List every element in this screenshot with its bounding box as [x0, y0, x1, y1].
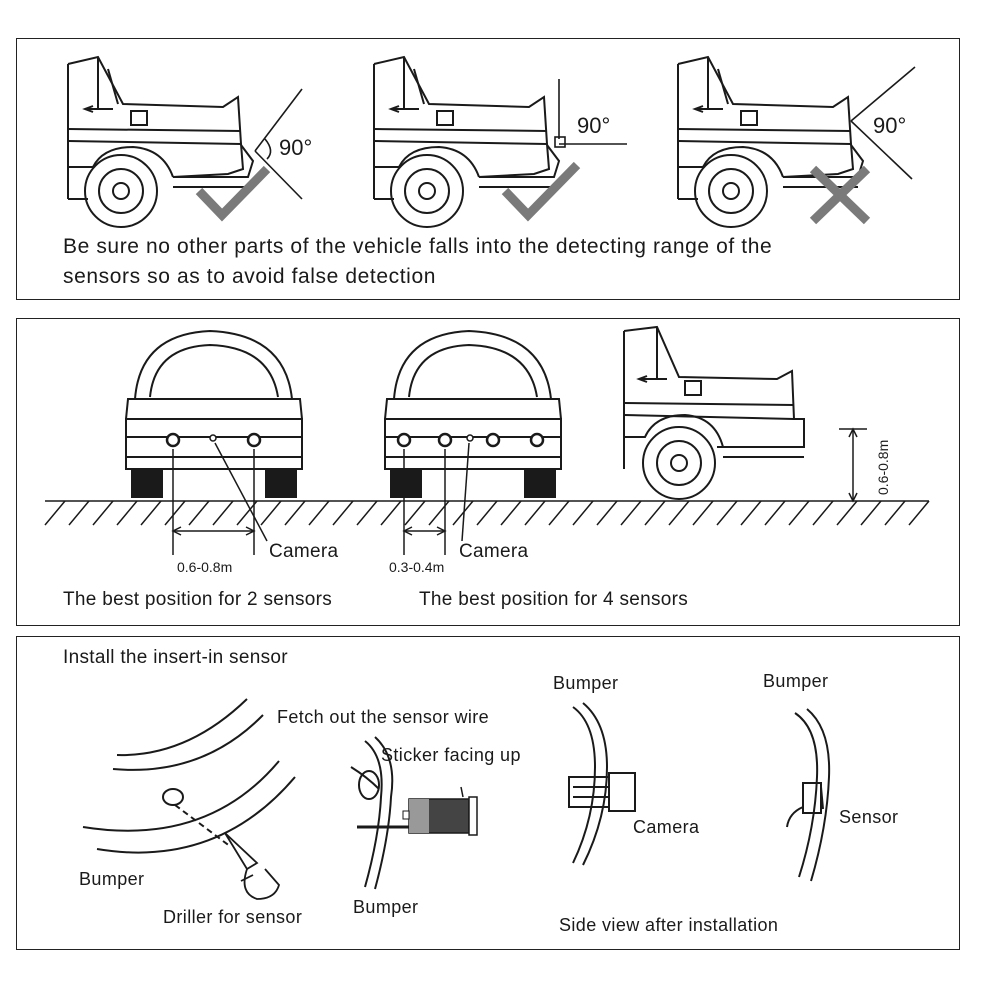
fetch-wire-label: Fetch out the sensor wire [277, 707, 490, 727]
bumper-label-camera: Bumper [553, 673, 619, 693]
bumper-label-left: Bumper [79, 869, 145, 889]
ground-line [44, 500, 930, 526]
check-icon [501, 161, 581, 222]
cross-icon [809, 165, 871, 225]
bumper-label-center: Bumper [353, 897, 419, 917]
car-rear-angle-illustrations [67, 56, 916, 228]
mount-height-label: 0.6-0.8m [875, 439, 891, 495]
caption-2-sensors: The best position for 2 sensors [63, 589, 333, 610]
sensor-sticker-icon [402, 786, 478, 836]
sensors-4 [396, 432, 545, 448]
sticker-label: Sticker facing up [381, 745, 521, 765]
detection-range-panel: 90° 90° 90° Be sure no other parts of th… [16, 38, 960, 300]
sensors-2 [165, 432, 262, 448]
install-sensor-panel: Install the insert-in sensor Bumper Dril… [16, 636, 960, 950]
angle-label-1: 90° [279, 135, 313, 160]
check-icon [195, 165, 271, 222]
caption-4-sensors: The best position for 4 sensors [419, 589, 689, 610]
caption-line-1: Be sure no other parts of the vehicle fa… [63, 235, 773, 258]
sensor-label: Sensor [839, 807, 899, 827]
install-steps-illustrations [82, 698, 831, 900]
car-back-2-sensors [125, 330, 303, 498]
caption-line-2: sensors so as to avoid false detection [63, 265, 437, 288]
camera-label-right: Camera [459, 541, 529, 562]
spacing-label-4-sensors: 0.3-0.4m [389, 559, 445, 575]
detect-angle-3 [850, 66, 916, 180]
driller-label: Driller for sensor [163, 907, 303, 927]
bumper-section-wire [350, 736, 411, 890]
camera-label-left: Camera [269, 541, 339, 562]
angle-label-2: 90° [577, 113, 611, 138]
side-view-sensor [786, 708, 831, 882]
camera-label: Camera [633, 817, 700, 837]
car-back-4-sensors [384, 330, 562, 498]
car-rear-1 [67, 56, 254, 228]
car-rear-2 [373, 56, 560, 228]
angle-label-3: 90° [873, 113, 907, 138]
detect-angle-2 [554, 79, 627, 148]
height-dimension [839, 427, 867, 503]
side-view-label: Side view after installation [559, 915, 779, 935]
install-title: Install the insert-in sensor [63, 647, 288, 668]
detect-angle-1 [254, 88, 303, 200]
drill-icon [224, 832, 281, 900]
spacing-dimension-2 [171, 442, 268, 555]
spacing-label-2-sensors: 0.6-0.8m [177, 559, 233, 575]
side-view-camera [568, 702, 636, 866]
sensor-position-panel: 0.6-0.8m Camera 0.3-0.4m Camera 0.6-0.8m… [16, 318, 960, 626]
spacing-dimension-4 [402, 442, 470, 555]
sensor-position-illustrations [44, 325, 930, 555]
bumper-label-sensor: Bumper [763, 671, 829, 691]
bumper-curve [82, 698, 296, 854]
car-side-view [623, 325, 805, 500]
